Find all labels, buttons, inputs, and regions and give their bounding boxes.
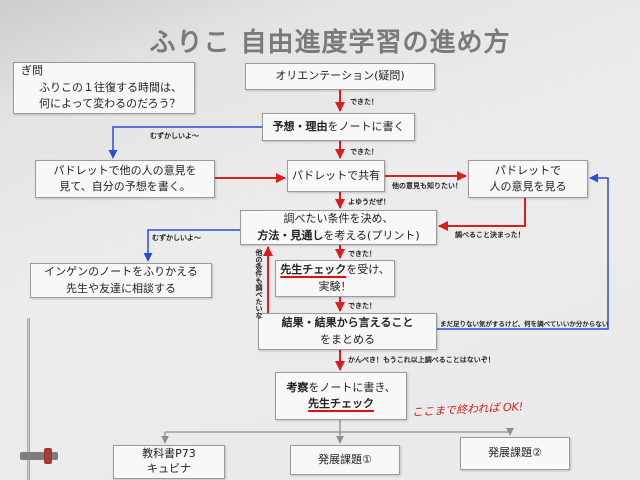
review-line-2: 先生や友達に相談する [66, 281, 176, 295]
advanced-task-2-box: 発展課題② [460, 437, 570, 470]
prediction-line: 予想・理由をノートに書く [273, 119, 405, 136]
arrow-padlet-view-to-plan [438, 198, 526, 231]
padlet-write-box: パドレットで他の人の意見を 見て、自分の予想を書く。 [35, 160, 215, 198]
share-text: パドレットで共有 [291, 168, 381, 182]
page-title: ふりこ 自由進度学習の進め方 [149, 28, 511, 58]
share-box: パドレットで共有 [287, 160, 385, 192]
label-done-1: できた！ [350, 98, 378, 106]
experiment-line-1-rest: を受け、 [346, 263, 390, 276]
advanced-task-2-text: 発展課題② [488, 446, 542, 460]
prediction-box: 予想・理由をノートに書く [262, 113, 415, 141]
results-line-2: をまとめる [320, 332, 375, 346]
review-line-1: インゲンのノートをふりかえる [44, 265, 198, 278]
results-box: 結果・結果から言えること をまとめる [258, 313, 437, 350]
padlet-view-line-2: 人の意見を見る [489, 180, 567, 193]
prediction-rest: をノートに書く [327, 119, 405, 133]
discussion-teacher-check: 先生チェック [308, 397, 374, 410]
lab-stand-pole [27, 318, 30, 480]
experiment-line-2: 実験！ [318, 279, 352, 293]
label-hard-1: むずかしいよ～ [150, 132, 199, 140]
advanced-task-1-box: 発展課題① [290, 445, 400, 475]
arrow-plan-to-review [143, 229, 240, 262]
experiment-box: 先生チェックを受け、 実験！ [275, 260, 395, 297]
lab-stand-clamp [20, 452, 58, 460]
textbook-line-2: キュビナ [147, 462, 191, 475]
teacher-check-emphasis: 先生チェック [280, 263, 347, 276]
label-done-4: できた！ [348, 302, 376, 310]
padlet-view-box: パドレットで 人の意見を見る [468, 160, 588, 198]
orientation-text: オリエンテーション(疑問) [275, 69, 405, 83]
plan-box: 調べたい条件を決め、 方法・見通しを考える(プリント) [240, 210, 437, 245]
plan-line-2-rest: を考える(プリント) [323, 228, 420, 242]
discussion-box: 考察をノートに書き、 先生チェック [275, 372, 407, 420]
question-box: ぎ問 ふりこの１往復する時間は、 何によって変わるのだろう？ [13, 62, 195, 114]
label-decided: 調べること決まった！ [455, 231, 525, 239]
discussion-line-1: 考察をノートに書き、 [286, 380, 395, 397]
plan-line-1: 調べたい条件を決め、 [283, 212, 394, 225]
textbook-line-1: 教科書P73 [142, 447, 196, 461]
discussion-emphasis: 考察 [286, 380, 309, 394]
padlet-view-line-1: パドレットで [494, 163, 562, 177]
label-other-conditions: 他の条件も調べたいな [255, 249, 263, 319]
question-line-2: 何によって変わるのだろう？ [39, 97, 181, 111]
label-want-more: 他の意見も知りたい！ [392, 182, 462, 190]
results-line-1: 結果・結果から言えること [281, 316, 414, 329]
question-line-1: ふりこの１往復する時間は、 [39, 80, 182, 94]
advanced-task-1-text: 発展課題① [318, 452, 372, 466]
label-not-enough: まだ足りない気がするけど、何を調べていいか分からない [440, 320, 609, 328]
plan-line-2: 方法・見通しを考える(プリント) [257, 228, 419, 245]
label-easy: よゆうだぜ！ [348, 198, 390, 206]
plan-emphasis: 方法・見通し [257, 228, 324, 242]
textbook-box: 教科書P73 キュビナ [113, 445, 225, 479]
question-label: ぎ問 [21, 64, 43, 78]
prediction-emphasis: 予想・理由 [272, 119, 328, 133]
label-done-2: できた！ [350, 148, 378, 156]
orientation-box: オリエンテーション(疑問) [245, 63, 435, 90]
arrow-prediction-to-padlet-write [108, 126, 262, 159]
discussion-line-1-rest: をノートに書き、 [308, 380, 396, 394]
label-perfect: かんぺき！もうこれ以上調べることはないぞ！ [348, 356, 495, 364]
label-hard-2: むずかしいよ～ [152, 234, 201, 242]
padlet-write-line-2: 見て、自分の予想を書く。 [59, 180, 191, 193]
padlet-write-line-1: パドレットで他の人の意見を [53, 163, 197, 177]
label-done-3: できた！ [348, 250, 376, 258]
review-box: インゲンのノートをふりかえる 先生や友達に相談する [30, 263, 212, 298]
experiment-line-1: 先生チェックを受け、 [280, 262, 389, 279]
lab-stand-knob [44, 448, 52, 464]
arrow-results-to-padlet-view [437, 173, 609, 330]
